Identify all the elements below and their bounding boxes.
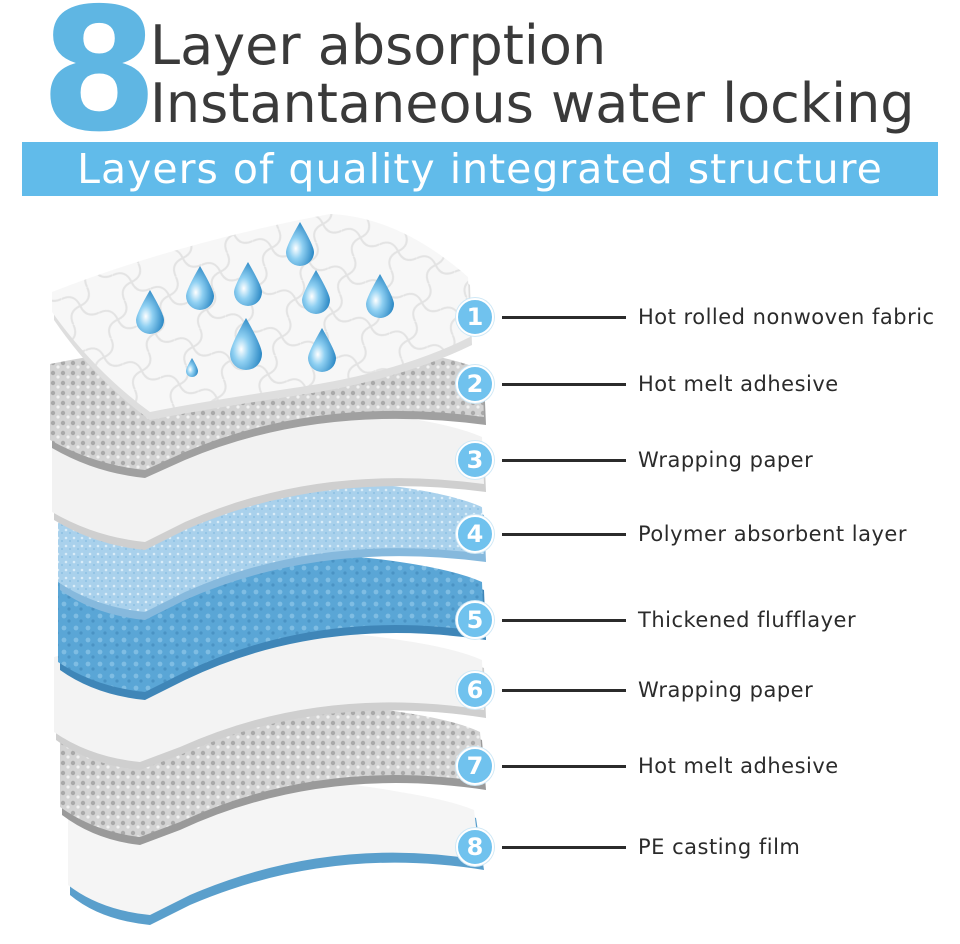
leader-line (502, 382, 626, 386)
water-drop-icon (366, 274, 394, 318)
layer-label: Wrapping paper (638, 448, 814, 472)
layer-number-badge: 4 (456, 515, 494, 553)
layer-label: Hot melt adhesive (638, 754, 839, 778)
layer-label-row-2: 2 Hot melt adhesive (456, 364, 839, 404)
layer-label-row-3: 3 Wrapping paper (456, 440, 813, 480)
layer-label: Thickened flufflayer (638, 608, 857, 632)
leader-line (502, 688, 626, 692)
leader-line (502, 618, 626, 622)
layer-label: Wrapping paper (638, 678, 814, 702)
water-drop-icon (230, 318, 262, 370)
layer-label: Hot melt adhesive (638, 372, 839, 396)
layer-number-badge: 1 (456, 298, 494, 336)
leader-line (502, 458, 626, 462)
water-drops (136, 222, 394, 377)
layer-number-badge: 6 (456, 671, 494, 709)
layer-label-row-7: 7 Hot melt adhesive (456, 746, 839, 786)
layer-label: Hot rolled nonwoven fabric (638, 305, 935, 329)
water-drop-icon (234, 262, 262, 306)
water-drop-icon (308, 328, 336, 372)
banner: Layers of quality integrated structure (22, 142, 938, 196)
headline-line-1: Layer absorption (150, 14, 607, 77)
layer-number-badge: 7 (456, 747, 494, 785)
leader-line (502, 315, 626, 319)
leader-line (502, 532, 626, 536)
layer-label-row-4: 4 Polymer absorbent layer (456, 514, 907, 554)
headline-line-2: Instantaneous water locking (150, 72, 915, 135)
leader-line (502, 764, 626, 768)
water-drop-icon (302, 270, 330, 314)
layer-label: Polymer absorbent layer (638, 522, 907, 546)
layer-number-badge: 8 (456, 828, 494, 866)
water-drop-icon (186, 358, 198, 377)
layer-1-shape (52, 214, 472, 420)
banner-text: Layers of quality integrated structure (77, 145, 883, 193)
layer-label-row-6: 6 Wrapping paper (456, 670, 813, 710)
layer-label-row-8: 8 PE casting film (456, 827, 800, 867)
layer-label-row-1: 1 Hot rolled nonwoven fabric (456, 297, 935, 337)
layer-number-badge: 3 (456, 441, 494, 479)
leader-line (502, 845, 626, 849)
water-drop-icon (186, 266, 214, 310)
layer-number-badge: 2 (456, 365, 494, 403)
water-drop-icon (136, 290, 164, 334)
layer-label-row-5: 5 Thickened flufflayer (456, 600, 856, 640)
layer-label: PE casting film (638, 835, 801, 859)
layer-number-badge: 5 (456, 601, 494, 639)
big-eight-numeral: 8 (40, 0, 159, 170)
water-drop-icon (286, 222, 314, 266)
